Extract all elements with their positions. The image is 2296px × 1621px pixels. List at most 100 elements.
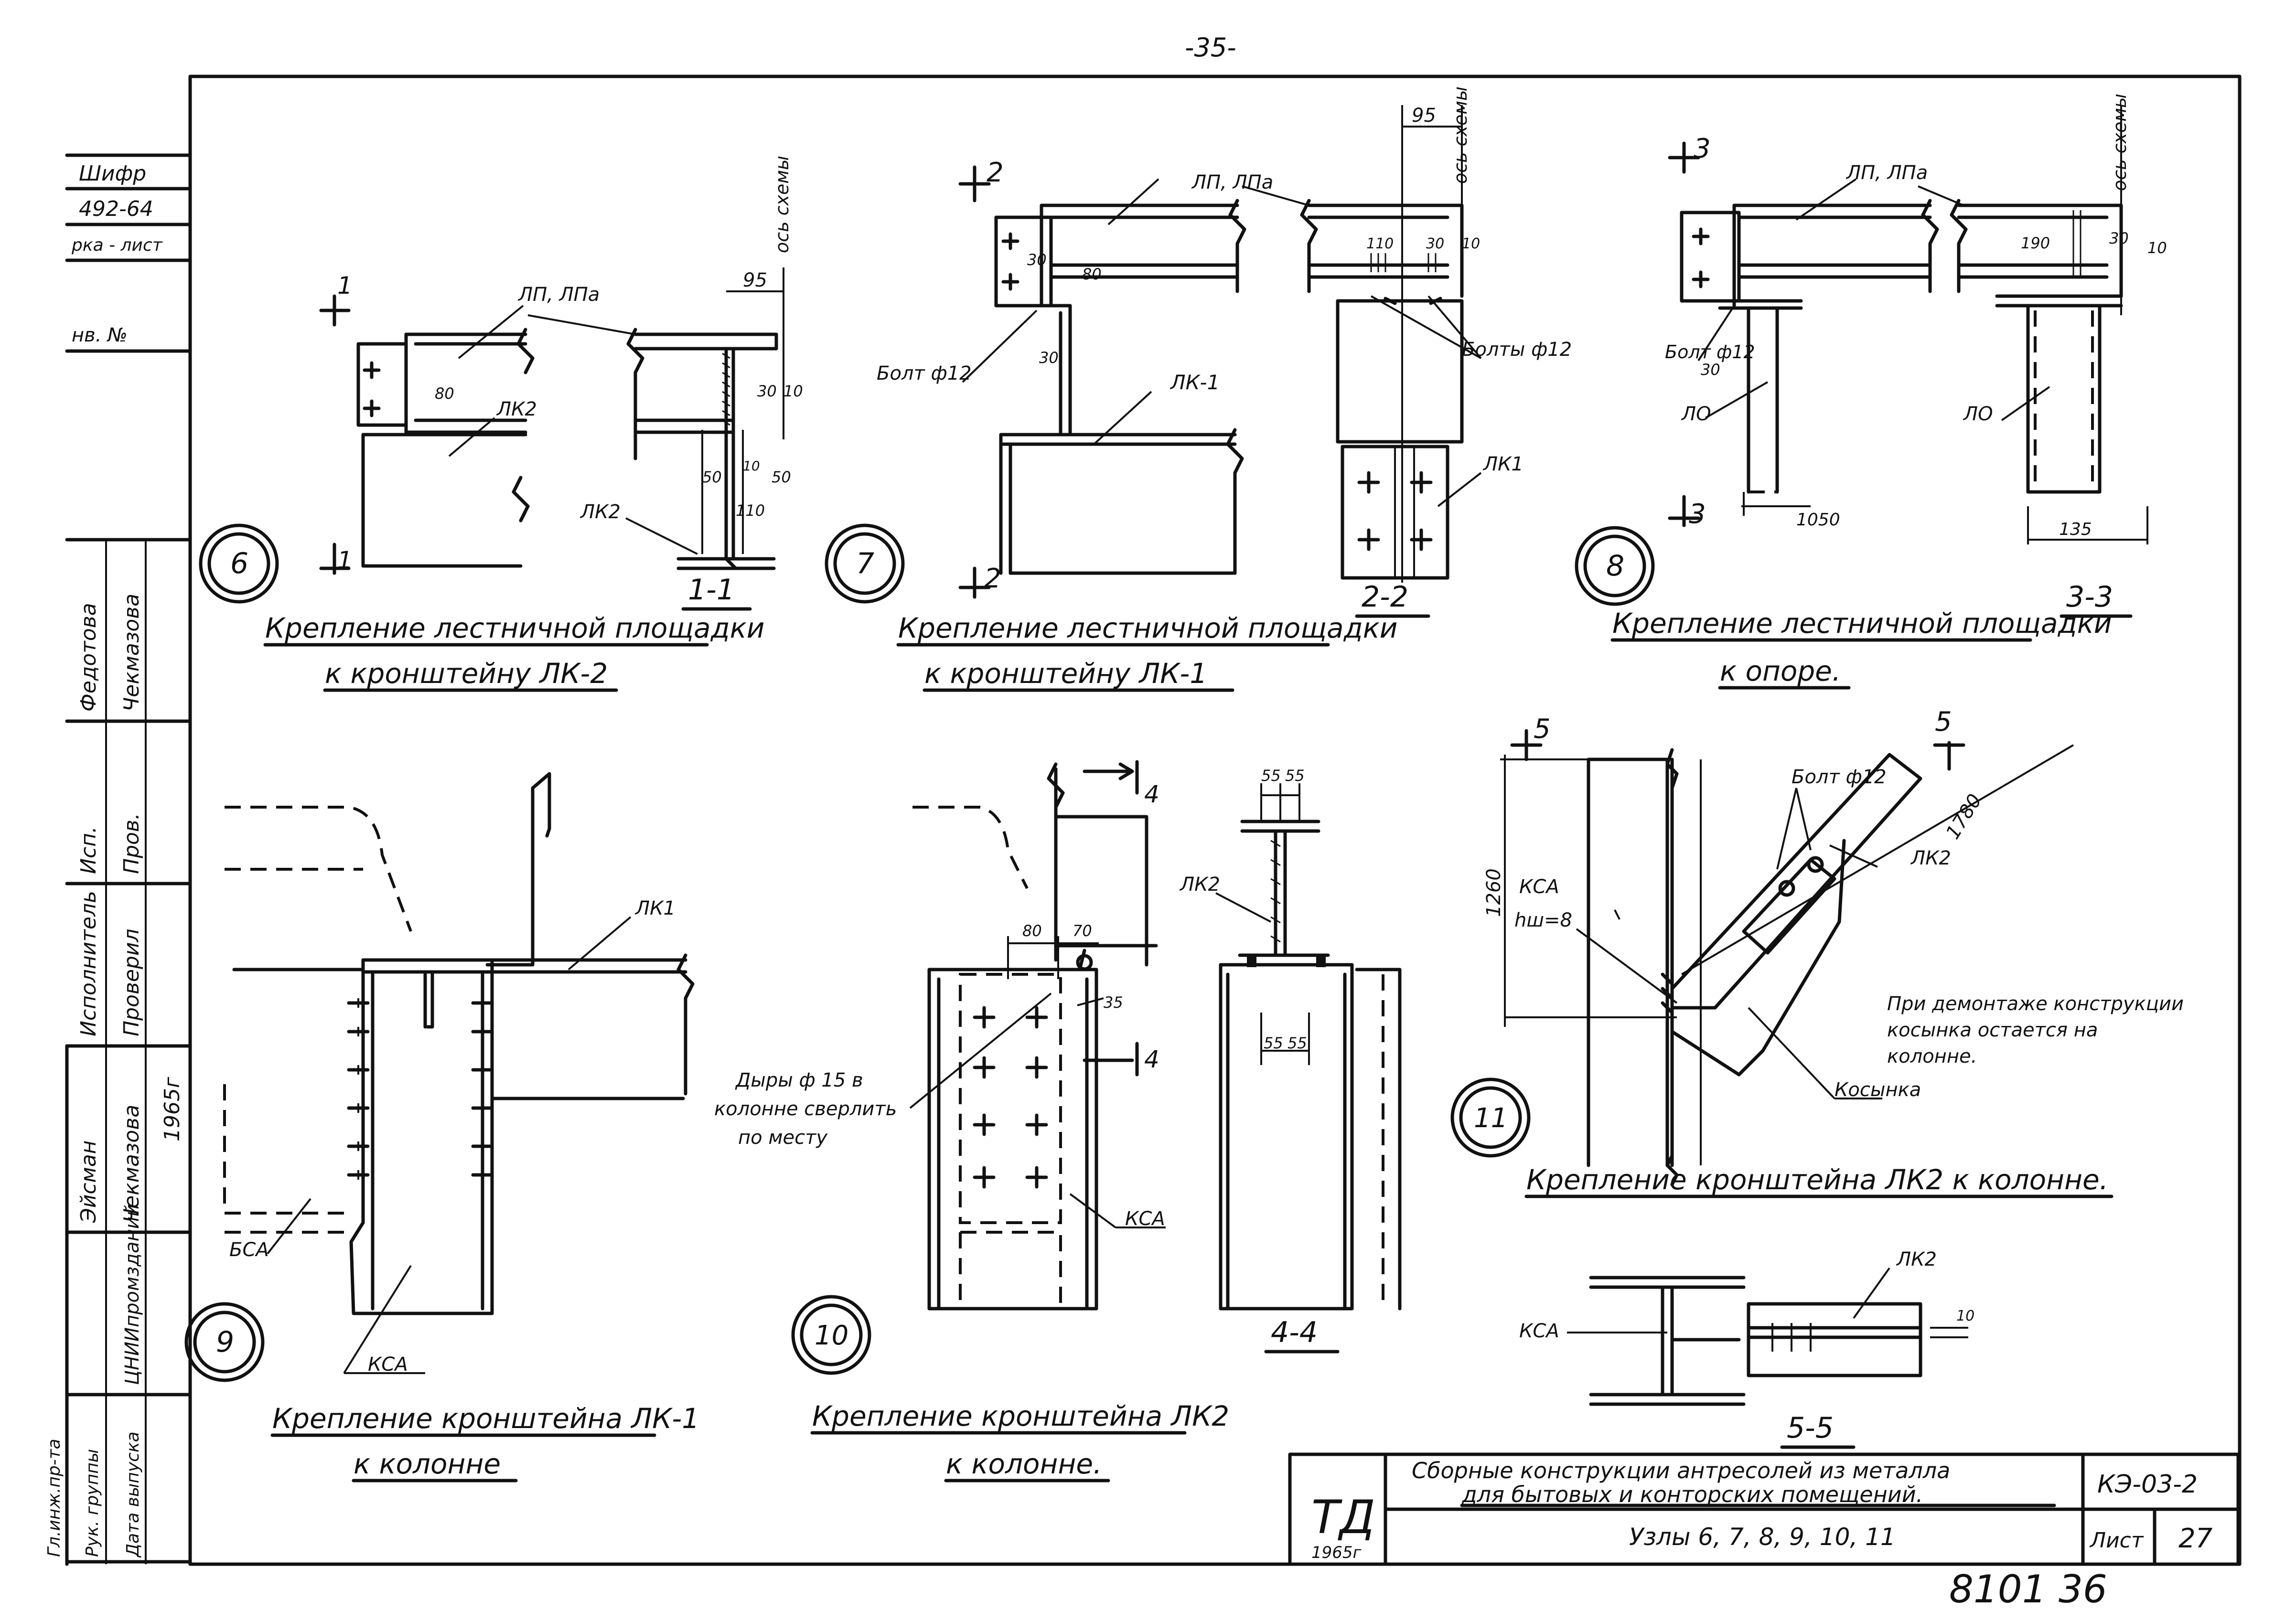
- node-7-drawing: 2 2 30 80 30 Болт ф12 ЛК-1 ЛП, ЛПа 95: [877, 86, 1572, 618]
- svg-text:1: 1: [337, 272, 353, 299]
- left-stamp: Шифр 492-64 рка - лист нв. № Федотова Че…: [44, 153, 192, 1566]
- node-11-weld: hш=8: [1514, 909, 1572, 931]
- stamp-role-chief: Гл.инж.пр-та: [44, 1439, 64, 1557]
- stamp-role-performer: Исполнитель: [76, 891, 101, 1036]
- node-6-label-lp: ЛП, ЛПа: [517, 284, 600, 306]
- svg-text:2: 2: [984, 563, 1001, 594]
- node-8-drawing: 3 3 1050 Болт ф12 30 ЛО ЛП, ЛПа ось схем…: [1665, 94, 2167, 618]
- node-11-dim-10: 10: [1956, 1308, 1974, 1324]
- node-9-label-lk1: ЛК1: [634, 897, 676, 919]
- node-6-number: 6: [230, 547, 248, 580]
- node-10-label-lk2: ЛК2: [1179, 874, 1220, 896]
- node-11-dim-1780: 1780: [1942, 790, 1986, 843]
- node-11-label-ksa2: КСА: [1519, 1320, 1559, 1342]
- node-9-label-ksa: КСА: [368, 1354, 408, 1376]
- svg-text:3: 3: [1694, 133, 1711, 164]
- node-11-bolt: Болт ф12: [1792, 766, 1887, 788]
- node-8-section: 3-3: [2066, 580, 2113, 614]
- node-6-dim-50b: 50: [772, 468, 791, 486]
- stamp-year: 1965г: [160, 1077, 184, 1141]
- node-8-label-lp: ЛП, ЛПа: [1845, 162, 1928, 184]
- title-block: ТД 1965г Сборные конструкции антресолей …: [1288, 1452, 2240, 1566]
- node-10-dim-55c: 55: [1264, 1034, 1283, 1052]
- node-6-dim-110: 110: [736, 501, 765, 520]
- node-7-dim-10: 10: [1462, 235, 1480, 252]
- node-11-kosynka: Косынка: [1835, 1079, 1921, 1101]
- node-11-label-lk2: ЛК2: [1910, 847, 1951, 869]
- sheet-frame: [188, 75, 2242, 1566]
- node-8-label-lo2: ЛО: [1963, 403, 1993, 425]
- title-sheet-number: 27: [2178, 1523, 2213, 1554]
- cipher-label: Шифр: [79, 161, 146, 186]
- node-7-marker: 7: [825, 523, 905, 604]
- node-8-bolt: Болт ф12: [1665, 341, 1755, 363]
- node-11-dim-1260: 1260: [1483, 868, 1505, 917]
- node-10-marker: 10: [791, 1295, 871, 1375]
- title-sheet-label: Лист: [2089, 1528, 2144, 1553]
- node-7-label-lp: ЛП, ЛПа: [1191, 171, 1273, 193]
- node-11-label-ksa: КСА: [1519, 876, 1559, 898]
- node-7-label-lk1: ЛК-1: [1169, 371, 1220, 394]
- node-10-holes-3: по месту: [738, 1127, 828, 1149]
- node-6-dim-10b: 10: [743, 458, 760, 474]
- node-8-dim-30: 30: [1701, 361, 1720, 379]
- node-6-caption-2: к кронштейну ЛК-2: [325, 657, 608, 690]
- node-7-section: 2-2: [1362, 580, 1408, 614]
- node-6-dim-80: 80: [435, 384, 454, 403]
- node-11-number: 11: [1474, 1103, 1508, 1134]
- node-10-dim-80: 80: [1022, 922, 1042, 940]
- svg-text:5: 5: [1935, 706, 1952, 737]
- node-6-marker: 6: [199, 523, 279, 604]
- svg-text:3: 3: [1689, 499, 1706, 530]
- node-6-dim-30: 30: [757, 382, 777, 400]
- node-11-note-3: колонне.: [1887, 1045, 1977, 1067]
- node-7-dim-30: 30: [1027, 251, 1047, 269]
- node-7-dim-95: 95: [1412, 105, 1436, 127]
- node-6-axis: ось схемы: [772, 156, 793, 253]
- mark-sheet-label: рка - лист: [71, 235, 163, 255]
- node-7-caption-2: к кронштейну ЛК-1: [924, 657, 1207, 690]
- node-11-drawing: 5 5 1260 1780 Болт ф12 ЛК2 КСА hш=8 Косы…: [1483, 706, 2184, 1449]
- node-8-dim-1050: 1050: [1796, 510, 1840, 530]
- node-7-bolts: Болты ф12: [1462, 339, 1572, 361]
- node-7-caption-1: Крепление лестничной площадки: [898, 612, 1397, 644]
- cipher-value: 492-64: [79, 197, 153, 221]
- node-8-number: 8: [1606, 549, 1624, 583]
- node-9-caption-2: к колонне: [354, 1448, 501, 1480]
- title-logo: ТД: [1311, 1491, 1375, 1544]
- svg-text:4: 4: [1144, 780, 1159, 808]
- stamp-name-2: Чекмазова: [119, 594, 144, 712]
- stamp-signature-2: Пров.: [119, 813, 144, 874]
- node-8-caption-1: Крепление лестничной площадки: [1612, 607, 2112, 640]
- node-7-bolt: Болт ф12: [877, 363, 972, 384]
- node-7-dim-80: 80: [1082, 265, 1102, 283]
- node-10-section: 4-4: [1271, 1316, 1318, 1349]
- node-11-marker: 11: [1450, 1077, 1531, 1158]
- node-10-dim-55d: 55: [1287, 1034, 1307, 1052]
- stamp-role-date: Дата выпуска: [123, 1431, 143, 1558]
- node-10-caption-2: к колонне.: [946, 1448, 1102, 1480]
- title-subtitle: Узлы 6, 7, 8, 9, 10, 11: [1629, 1523, 1896, 1551]
- title-line-2: для бытовых и конторских помещений.: [1461, 1482, 1923, 1507]
- node-7-dim-30c: 30: [1426, 235, 1444, 252]
- node-10-holes-1: Дыры ф 15 в: [735, 1069, 863, 1091]
- title-line-1: Сборные конструкции антресолей из металл…: [1412, 1458, 1950, 1483]
- inv-no-label: нв. №: [72, 324, 128, 346]
- node-9-number: 9: [216, 1325, 234, 1359]
- node-10-dim-55a: 55: [1261, 767, 1281, 785]
- node-7-dim-110: 110: [1366, 235, 1394, 252]
- title-logo-year: 1965г: [1311, 1543, 1362, 1562]
- node-10-dim-70: 70: [1073, 922, 1092, 940]
- node-6-caption-1: Крепление лестничной площадки: [265, 612, 764, 644]
- stamp-organization: ЦНИИпромзданий: [121, 1204, 143, 1385]
- node-8-dim-30b: 30: [2109, 229, 2129, 247]
- node-9-marker: 9: [184, 1302, 265, 1382]
- node-10-number: 10: [815, 1320, 848, 1351]
- node-8-caption-2: к опоре.: [1720, 655, 1841, 687]
- node-10-label-ksa: КСА: [1125, 1208, 1165, 1230]
- stamp-name-4: Чекмазова: [119, 1105, 144, 1223]
- node-10-dim-55b: 55: [1285, 767, 1305, 785]
- svg-text:4: 4: [1144, 1045, 1159, 1073]
- node-7-label-lk1b: ЛК1: [1482, 453, 1524, 475]
